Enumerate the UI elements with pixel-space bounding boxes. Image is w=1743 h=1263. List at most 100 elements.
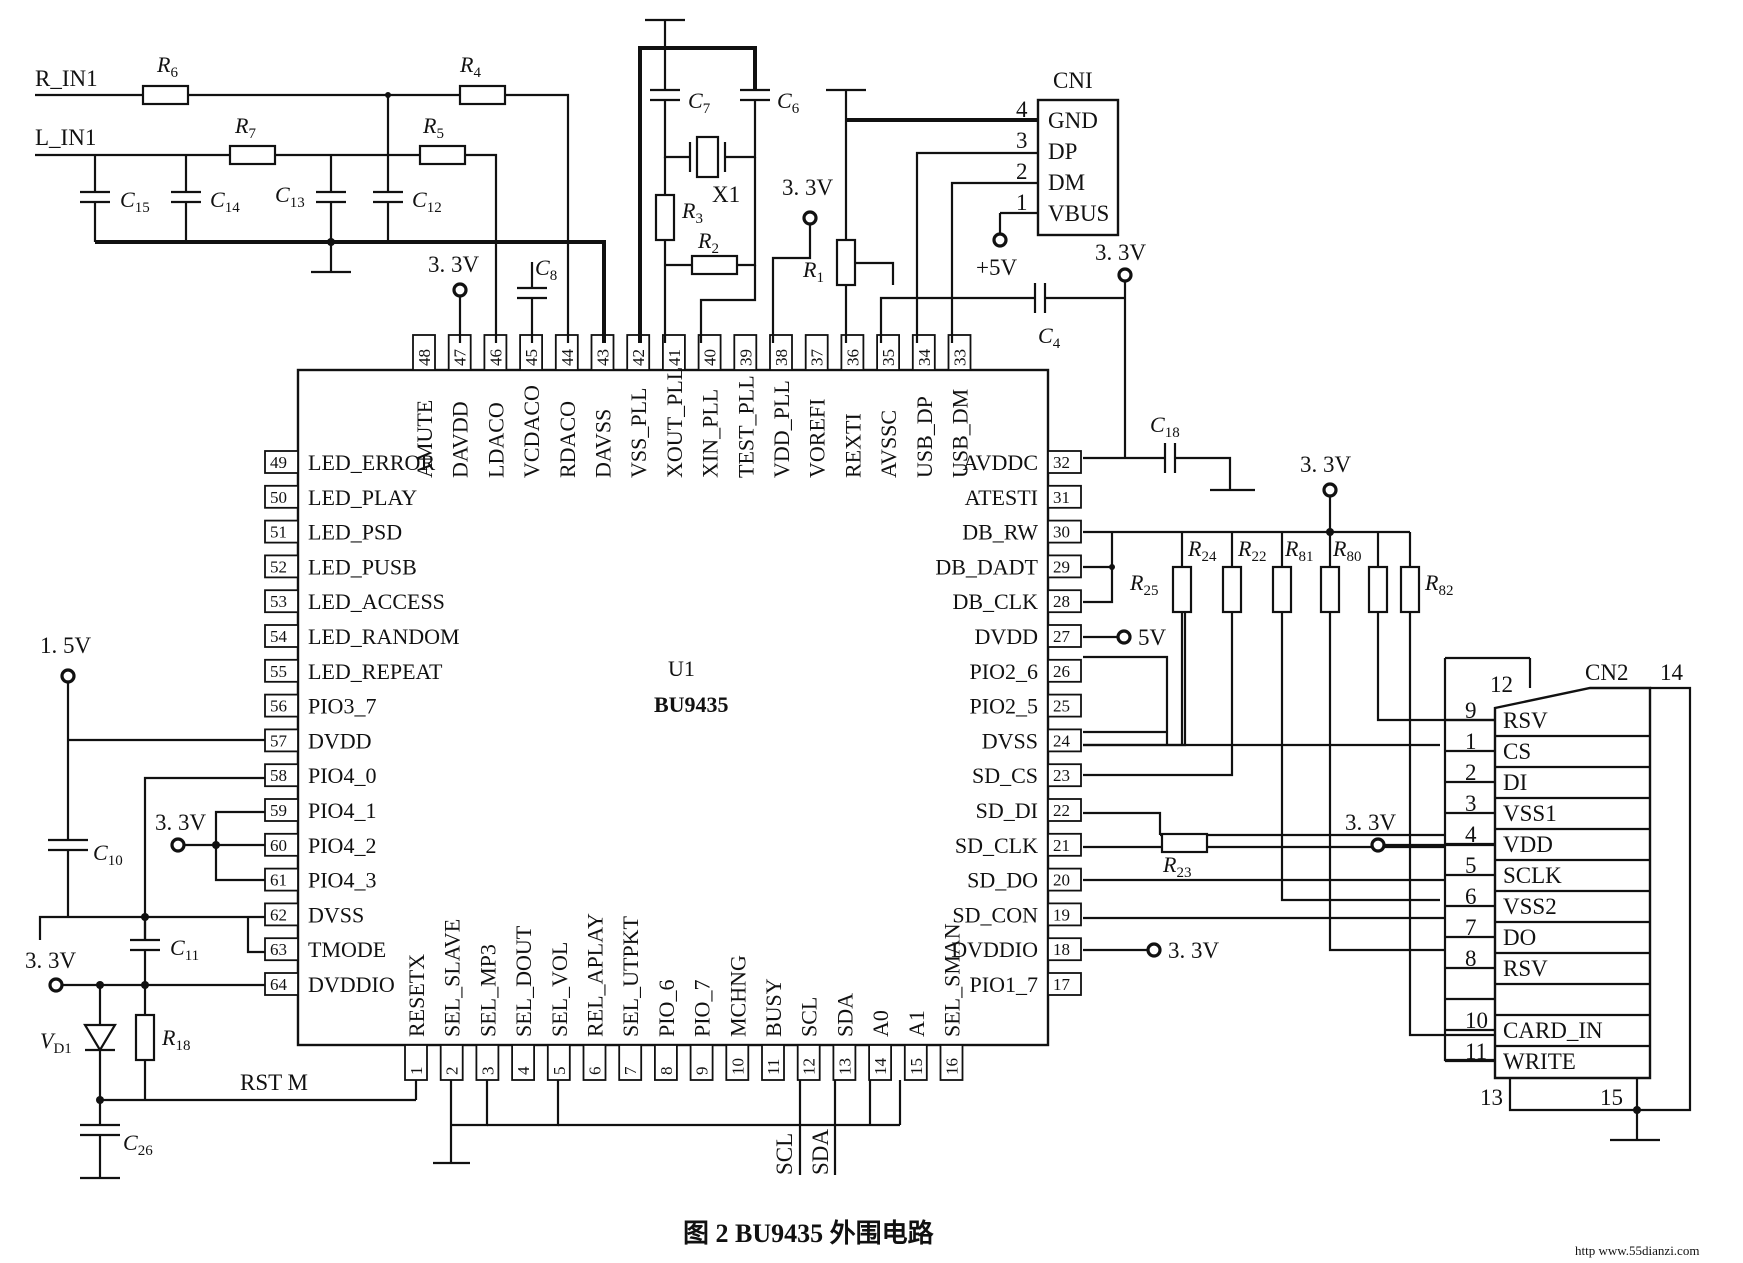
cn1-body bbox=[1036, 98, 1120, 237]
pin-label-14: A0 bbox=[868, 1010, 893, 1037]
label-vd1: VD1 bbox=[40, 1028, 72, 1057]
pin-label-61: PIO4_3 bbox=[308, 868, 376, 893]
label-r5: R5 bbox=[422, 113, 444, 142]
pin-num-46: 46 bbox=[486, 349, 505, 366]
label-r4: R4 bbox=[459, 52, 481, 81]
pin-label-38: VDD_PLL bbox=[769, 380, 794, 478]
pin-num-32: 32 bbox=[1053, 453, 1070, 472]
pin-label-21: SD_CLK bbox=[955, 833, 1038, 858]
label-r22: R22 bbox=[1237, 536, 1266, 565]
pin-label-6: REL_APLAY bbox=[583, 913, 608, 1037]
net-3v3-dvddio: 3. 3V bbox=[1168, 938, 1220, 963]
pin-num-24: 24 bbox=[1053, 731, 1071, 750]
pin-box-4 bbox=[511, 1044, 535, 1081]
pin-box-40 bbox=[697, 334, 722, 371]
pin-label-35: AVSSC bbox=[876, 410, 901, 478]
pin-box-63 bbox=[264, 937, 299, 962]
crystal-network: X1 C7 C6 R3 R2 3. 3V R1 C4 3. 3V bbox=[638, 18, 1147, 458]
chip-body bbox=[296, 368, 1050, 1047]
label-c10: C10 bbox=[93, 840, 123, 869]
net-3v3-davdd: 3. 3V bbox=[428, 252, 480, 277]
cn2-label-8: RSV bbox=[1503, 956, 1548, 981]
pin-box-37 bbox=[804, 334, 829, 371]
resistor-r7 bbox=[228, 144, 277, 166]
label-c8: C8 bbox=[535, 255, 557, 284]
pin-num-44: 44 bbox=[558, 349, 577, 367]
pin-box-17 bbox=[1047, 972, 1082, 996]
cn2-num-2: 2 bbox=[1465, 760, 1477, 785]
pin-box-10 bbox=[725, 1044, 750, 1081]
cn2-label-4: VDD bbox=[1503, 832, 1553, 857]
pin-label-12: SCL bbox=[797, 997, 822, 1037]
pin-label-7: SEL_UTPKT bbox=[618, 915, 643, 1037]
label-x1: X1 bbox=[712, 182, 740, 207]
pin-num-22: 22 bbox=[1053, 801, 1070, 820]
net-3v3-avddc: 3. 3V bbox=[1095, 240, 1147, 265]
label-c18: C18 bbox=[1150, 412, 1180, 441]
pin-num-8: 8 bbox=[657, 1067, 676, 1076]
label-c14: C14 bbox=[210, 187, 240, 216]
pin-box-29 bbox=[1047, 554, 1082, 579]
pin-box-33 bbox=[947, 334, 972, 371]
pin-num-64: 64 bbox=[270, 975, 288, 994]
net-sda: SDA bbox=[808, 1129, 833, 1175]
pin-box-23 bbox=[1047, 763, 1082, 788]
audio-input-network: R_IN1 L_IN1 R6 R4 R7 R5 C15 C14 C13 C12 … bbox=[35, 52, 606, 343]
label-c7: C7 bbox=[688, 88, 711, 117]
pin-box-26 bbox=[1047, 658, 1082, 683]
pin-num-26: 26 bbox=[1053, 662, 1070, 681]
pin-box-27 bbox=[1047, 624, 1082, 648]
pin-num-12: 12 bbox=[800, 1058, 819, 1075]
label-c12: C12 bbox=[412, 187, 442, 216]
pin-box-39 bbox=[733, 334, 758, 371]
pin-num-34: 34 bbox=[915, 349, 934, 367]
net-3v3-vddpll: 3. 3V bbox=[782, 175, 834, 200]
net-3v3-dvddio-left: 3. 3V bbox=[25, 948, 77, 973]
pin-label-3: SEL_MP3 bbox=[475, 944, 500, 1037]
label-r1: R1 bbox=[802, 257, 824, 286]
net-3v3-vdd: 3. 3V bbox=[1345, 810, 1397, 835]
cn1-ref: CNI bbox=[1053, 68, 1093, 93]
pin-num-55: 55 bbox=[270, 662, 287, 681]
pin-box-14 bbox=[868, 1044, 892, 1081]
bottom-network: SCL SDA bbox=[433, 1080, 902, 1175]
pin-label-8: PIO_6 bbox=[654, 980, 679, 1037]
label-r82: R82 bbox=[1424, 570, 1453, 599]
pin-num-14: 14 bbox=[871, 1058, 890, 1076]
pin-num-38: 38 bbox=[772, 349, 791, 366]
pin-box-18 bbox=[1047, 937, 1082, 962]
pin-box-15 bbox=[903, 1044, 928, 1081]
pin-num-45: 45 bbox=[522, 349, 541, 366]
net-rst: RST M bbox=[240, 1070, 308, 1095]
cn1-label-3: DP bbox=[1048, 139, 1077, 164]
cn2-label-5: SCLK bbox=[1503, 863, 1562, 888]
pin-label-10: MCHNG bbox=[725, 955, 750, 1037]
cn1-label-1: VBUS bbox=[1048, 201, 1109, 226]
pin-label-42: VSS_PLL bbox=[626, 388, 651, 478]
pin-label-37: VOREFI bbox=[805, 399, 830, 478]
pin-label-4: SEL_DOUT bbox=[511, 925, 536, 1037]
pin-num-16: 16 bbox=[943, 1058, 962, 1075]
cn2-num-11: 11 bbox=[1465, 1039, 1487, 1064]
pin-label-50: LED_PLAY bbox=[308, 485, 417, 510]
pin-num-37: 37 bbox=[808, 349, 827, 367]
cn2-n14: 14 bbox=[1660, 660, 1684, 685]
pin-box-36 bbox=[840, 334, 865, 371]
label-r6: R6 bbox=[156, 52, 178, 81]
pin-label-53: LED_ACCESS bbox=[308, 589, 445, 614]
pin-box-8 bbox=[654, 1044, 678, 1081]
pin-box-30 bbox=[1047, 519, 1082, 544]
pin-num-53: 53 bbox=[270, 592, 287, 611]
cn2-num-7: 7 bbox=[1465, 915, 1477, 940]
pin-box-52 bbox=[264, 554, 299, 579]
pin-box-21 bbox=[1047, 832, 1082, 857]
pin-label-63: TMODE bbox=[308, 937, 386, 962]
pin-box-20 bbox=[1047, 867, 1082, 892]
label-r7: R7 bbox=[234, 113, 256, 142]
net-scl: SCL bbox=[772, 1133, 797, 1175]
net-3v3-pio4: 3. 3V bbox=[155, 810, 207, 835]
label-r18: R18 bbox=[161, 1025, 190, 1054]
pin-box-44 bbox=[554, 334, 579, 371]
pin-num-27: 27 bbox=[1053, 627, 1071, 646]
